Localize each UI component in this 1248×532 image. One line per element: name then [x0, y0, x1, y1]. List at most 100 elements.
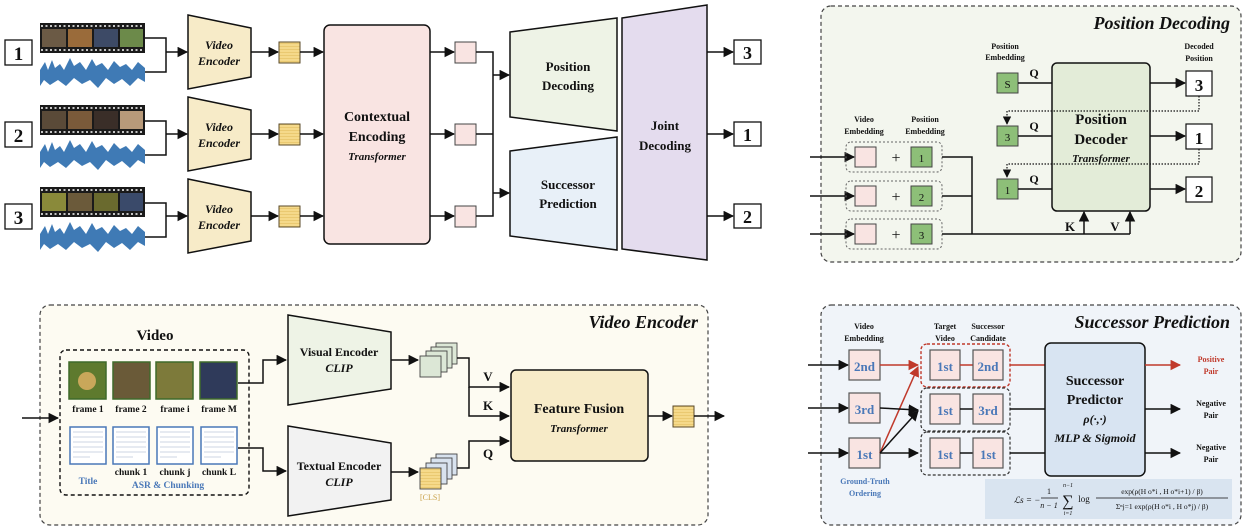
- pair-candidate: 3rd: [978, 403, 998, 418]
- encoder-label: Video: [205, 202, 233, 216]
- pd-input-row-2: + 2: [810, 180, 943, 212]
- embedding-rank: 1st: [857, 447, 874, 462]
- joint-label: Joint: [651, 118, 680, 133]
- positive-pair-label: Positive: [1198, 355, 1225, 364]
- q-label: Q: [1029, 172, 1038, 186]
- predictor-function: ρ(·,·): [1082, 412, 1106, 426]
- frame-thumbnails: frame 1 frame 2 frame i frame M: [68, 361, 238, 415]
- label: Video: [854, 115, 874, 124]
- joint-decoding-block[interactable]: Joint Decoding: [621, 4, 708, 261]
- encoder-label: Textual Encoder: [297, 459, 382, 473]
- frame-thumbnail: [155, 361, 194, 400]
- encoder-label: CLIP: [325, 475, 353, 489]
- successor-prediction-block[interactable]: Successor Prediction: [509, 136, 618, 251]
- frame-label: frame 2: [115, 405, 147, 415]
- v-label: V: [483, 369, 493, 384]
- chunk-label: Title: [79, 477, 98, 487]
- loss-lhs: ℒs = −: [1014, 495, 1041, 505]
- video-encoder-block-1[interactable]: Video Encoder: [187, 14, 252, 90]
- film-strip: [40, 105, 145, 135]
- video-encoder-panel: Video Encoder Video frame 1 frame 2 fram…: [22, 304, 726, 526]
- contextual-encoding-block[interactable]: Contextual Encoding Transformer: [323, 24, 431, 245]
- target-video-box: [929, 349, 961, 381]
- feature-fusion-block[interactable]: Feature Fusion Transformer: [510, 369, 649, 462]
- target-video-box: [929, 393, 961, 425]
- query-index: S: [1004, 79, 1010, 91]
- decoded-position: 2: [1195, 182, 1204, 201]
- sum-symbol: ∑: [1062, 493, 1073, 510]
- overview-row-1: 1: [4, 23, 189, 88]
- context-token: [454, 205, 477, 228]
- output-index-box: [733, 121, 762, 147]
- contextual-sublabel: Transformer: [348, 151, 406, 163]
- successor-predictor-block[interactable]: Successor Predictor ρ(·,·) MLP & Sigmoid: [1044, 342, 1146, 477]
- q-label: Q: [483, 446, 493, 461]
- candidate-video-box: [972, 437, 1004, 469]
- input-index-box: [4, 39, 33, 66]
- panel-title: Video Encoder: [588, 312, 698, 332]
- label: Candidate: [970, 334, 1006, 343]
- decoded-position: 1: [1195, 129, 1204, 148]
- output-index: 2: [743, 207, 752, 227]
- log: log: [1078, 494, 1090, 504]
- video-encoder-block-2[interactable]: Video Encoder: [187, 96, 252, 172]
- video-token: [278, 41, 301, 64]
- label: Position: [911, 115, 939, 124]
- input-index-box: [4, 203, 33, 230]
- input-index: 3: [14, 208, 24, 229]
- pair-candidate: 1st: [980, 447, 997, 462]
- cls-token: [419, 467, 442, 490]
- pd-query-1: S Q: [996, 66, 1052, 94]
- encoder-label: Video: [205, 38, 233, 52]
- video-embedding-box: [848, 437, 881, 469]
- chunk-label: chunk j: [160, 468, 191, 478]
- loss-fraction-numerator: 1: [1047, 487, 1051, 496]
- pair-target: 1st: [937, 403, 954, 418]
- loss-formula: ℒs = − 1 n − 1 n−1 ∑ i=1 log exp(ρ(H o*i…: [985, 479, 1232, 519]
- overview-pipeline: 1 2: [4, 4, 762, 261]
- label: Embedding: [844, 127, 884, 136]
- negative-pair-label: Negative: [1196, 399, 1226, 408]
- position-embedding-box: [910, 185, 933, 207]
- label: Target: [934, 322, 957, 331]
- loss-numerator: exp(ρ(H o*i , H o*i+1) / β): [1121, 487, 1203, 496]
- position-index: 3: [919, 230, 925, 242]
- label: Embedding: [985, 53, 1025, 62]
- frame-label: frame 1: [72, 405, 104, 415]
- textual-feature-stack: [419, 453, 458, 490]
- pair-positive: 1st 2nd: [920, 343, 1011, 388]
- contextual-label: Encoding: [349, 130, 406, 145]
- position-decoder-block[interactable]: Position Decoder Transformer: [1051, 62, 1151, 212]
- pair-target: 1st: [937, 359, 954, 374]
- embedding-rank: 3rd: [855, 402, 875, 417]
- frame-thumbnail: [199, 361, 238, 400]
- positive-pair-label: Pair: [1204, 367, 1219, 376]
- plus-sign: +: [891, 227, 900, 244]
- textual-encoder-block[interactable]: Textual Encoder CLIP: [287, 425, 392, 517]
- decoded-position: 3: [1195, 76, 1204, 95]
- autoregressive-feedback: [1002, 96, 1200, 125]
- label: Successor: [971, 322, 1005, 331]
- position-decoding-block[interactable]: Position Decoding: [509, 17, 618, 132]
- k-label: K: [483, 398, 494, 413]
- encoder-label: Encoder: [197, 136, 240, 150]
- video-encoder-block-3[interactable]: Video Encoder: [187, 178, 252, 254]
- pd-input-row-3: + 3: [810, 218, 943, 250]
- sum-upper: n−1: [1063, 483, 1073, 489]
- video-content-box: [59, 349, 250, 496]
- encoder-label: Encoder: [197, 54, 240, 68]
- text-chunk-card: [156, 426, 194, 465]
- input-index-box: [4, 121, 33, 148]
- decoded-position-box: [1185, 70, 1213, 97]
- position-decoding-label: Position: [546, 59, 592, 74]
- embedding-rank: 2nd: [854, 359, 876, 374]
- film-strip: [40, 23, 145, 53]
- video-embedding-box: [848, 392, 881, 424]
- encoder-label: Video: [205, 120, 233, 134]
- decoder-label: Decoder: [1074, 132, 1128, 148]
- position-decoding-label: Decoding: [542, 78, 595, 93]
- v-label: V: [1110, 219, 1120, 234]
- decoder-sublabel: Transformer: [1072, 153, 1130, 165]
- pd-query-2: 3 Q: [996, 119, 1052, 147]
- visual-encoder-block[interactable]: Visual Encoder CLIP: [287, 314, 392, 406]
